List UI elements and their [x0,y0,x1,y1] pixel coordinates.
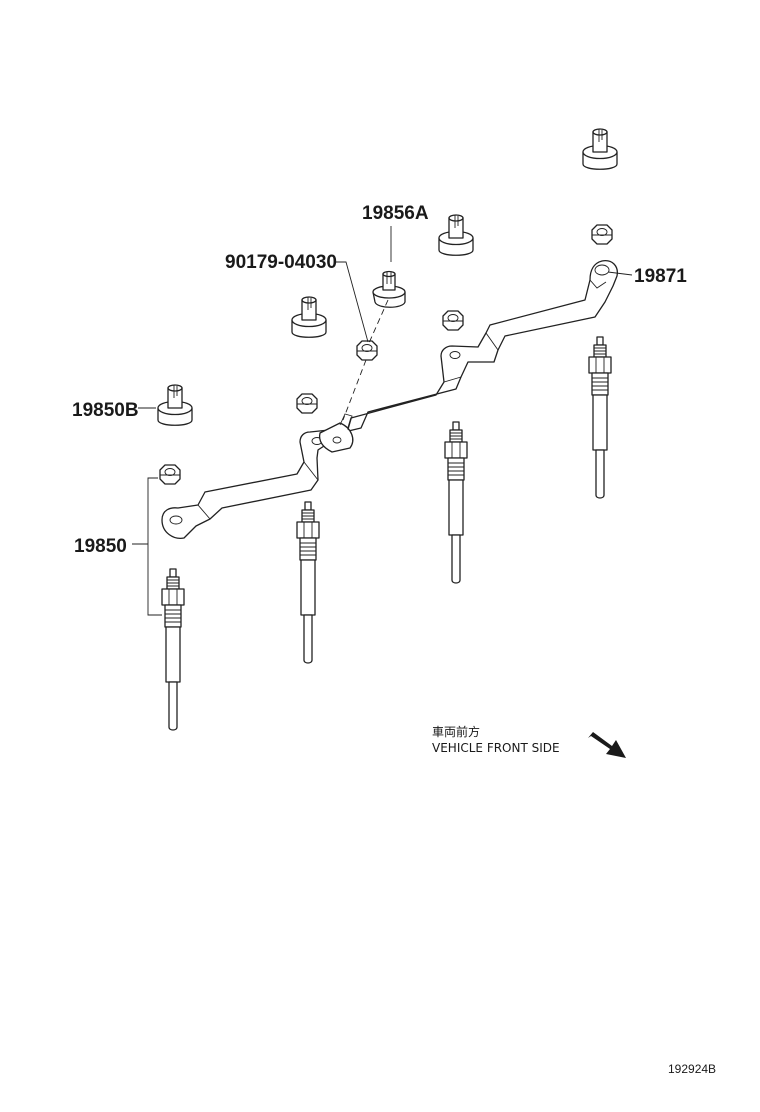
terminal-cap-top-right [582,128,618,170]
diagram-code: 192924B [668,1062,716,1076]
vehicle-front-label-en: VEHICLE FRONT SIDE [432,741,560,755]
leader-90179 [336,261,369,343]
terminal-cap-middle [291,296,327,338]
terminal-cap-19850b [157,384,193,426]
hex-nut-front [159,464,181,485]
hex-nut-middle [296,393,318,414]
hex-nut-rear [442,310,464,331]
callout-19850b: 19850B [72,400,139,421]
arrow-down-right-icon [588,732,626,758]
glow-plug-4 [588,336,612,499]
hex-nut-90179-04030 [356,340,378,361]
vehicle-front-label-jp: 車両前方 [432,724,480,739]
hex-nut-right [591,224,613,245]
connector-plate-19871 [161,260,618,539]
assembly-dashed-line [342,299,389,421]
terminal-cap-rear [438,214,474,256]
callout-19856a: 19856A [362,203,429,224]
glow-plug-3 [444,421,468,584]
leader-19850-bracket [132,477,162,616]
glow-plug-2 [296,501,320,664]
leader-19871 [607,271,633,276]
terminal-cap-19856a [372,270,406,308]
glow-plug-1 [161,568,185,731]
callout-19871: 19871 [634,266,687,287]
callout-90179-04030: 90179-04030 [225,252,337,273]
callout-19850: 19850 [74,536,127,557]
